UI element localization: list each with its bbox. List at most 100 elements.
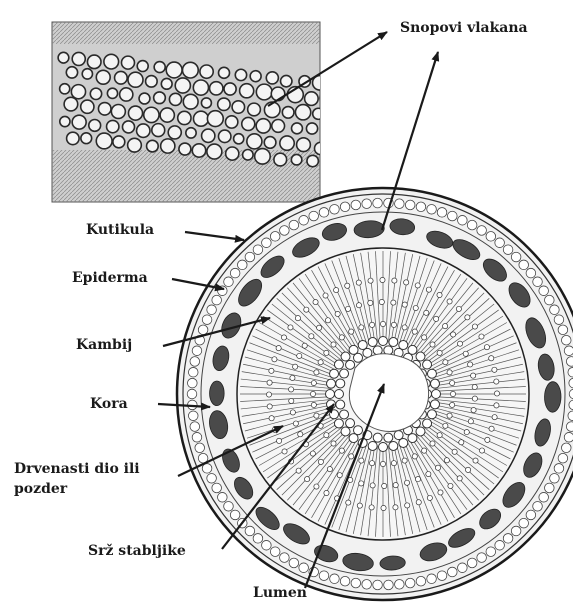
epidermis-cell bbox=[188, 378, 198, 388]
vessel-cell bbox=[424, 310, 429, 315]
epidermis-cell bbox=[289, 220, 299, 230]
vessel-cell bbox=[323, 293, 328, 298]
micrograph-cell bbox=[82, 69, 92, 79]
micrograph-cell bbox=[210, 82, 223, 95]
vessel-cell bbox=[494, 391, 499, 396]
epidermis-cell bbox=[351, 200, 361, 210]
pith-cell bbox=[399, 438, 408, 447]
epidermis-cell bbox=[495, 238, 505, 248]
vessel-cell bbox=[435, 465, 440, 470]
epidermis-cell bbox=[405, 578, 415, 588]
micrograph-cell bbox=[281, 75, 292, 86]
vessel-cell bbox=[311, 380, 316, 385]
epidermis-cell bbox=[384, 580, 394, 590]
vessel-cell bbox=[310, 451, 315, 456]
micrograph-cell bbox=[90, 88, 101, 99]
fiber-bundle bbox=[544, 382, 561, 413]
micrograph-cell bbox=[219, 67, 230, 78]
micrograph-cell bbox=[154, 92, 166, 104]
epidermis-cell bbox=[190, 422, 200, 432]
pith-cell bbox=[358, 341, 367, 350]
vessel-cell bbox=[471, 407, 476, 412]
micrograph-cell bbox=[146, 76, 158, 88]
lumen-cavity bbox=[349, 354, 428, 432]
vessel-cell bbox=[485, 437, 490, 442]
pith-cell bbox=[368, 441, 377, 450]
pith-cell bbox=[336, 379, 345, 388]
label-srz-stabljike: Srž stabljike bbox=[88, 543, 186, 560]
stem-cross-section bbox=[177, 188, 573, 600]
epidermis-cell bbox=[289, 558, 299, 568]
vessel-cell bbox=[314, 484, 319, 489]
micrograph-cell bbox=[280, 136, 294, 150]
micrograph-cell bbox=[152, 124, 165, 137]
micrograph-cell bbox=[248, 103, 261, 116]
vessel-cell bbox=[298, 432, 303, 437]
epidermis-cell bbox=[467, 220, 477, 230]
pith-cell bbox=[379, 337, 388, 346]
pith-cell bbox=[408, 345, 417, 354]
vessel-cell bbox=[402, 325, 407, 330]
epidermis-cell bbox=[564, 346, 573, 356]
micrograph-cell bbox=[72, 115, 86, 129]
vessel-cell bbox=[324, 433, 329, 438]
pith-cell bbox=[408, 434, 417, 443]
epidermis-cell bbox=[566, 357, 573, 367]
micrograph-cell bbox=[111, 105, 125, 119]
micrograph-cell bbox=[166, 62, 182, 78]
epidermis-cell bbox=[533, 277, 543, 287]
vessel-cell bbox=[311, 402, 316, 407]
vessel-cell bbox=[276, 438, 281, 443]
epidermis-cell bbox=[253, 245, 263, 255]
micrograph-cell bbox=[128, 106, 142, 120]
vessel-cell bbox=[426, 471, 431, 476]
epidermis-cell bbox=[550, 473, 560, 483]
label-lumen: Lumen bbox=[253, 585, 307, 602]
epidermis-cell bbox=[486, 547, 496, 557]
vessel-cell bbox=[412, 329, 417, 334]
vessel-cell bbox=[339, 335, 344, 340]
vessel-cell bbox=[471, 373, 476, 378]
micrograph-cell bbox=[218, 130, 230, 142]
vessel-cell bbox=[337, 473, 342, 478]
epidermis-cell bbox=[561, 443, 571, 453]
label-kutikula: Kutikula bbox=[86, 222, 154, 239]
pith-cell bbox=[379, 443, 388, 452]
vessel-cell bbox=[276, 346, 281, 351]
micrograph-cell bbox=[242, 117, 255, 130]
epidermis-cell bbox=[477, 226, 487, 236]
micrograph-cell bbox=[282, 107, 294, 119]
pith-cell bbox=[373, 433, 382, 442]
epidermis-cell bbox=[545, 295, 555, 305]
micrograph-cell bbox=[67, 132, 79, 144]
epidermis-cell bbox=[270, 547, 280, 557]
vessel-cell bbox=[468, 419, 473, 424]
epidermis-cell bbox=[362, 199, 372, 209]
vessel-cell bbox=[459, 440, 464, 445]
pith-cell bbox=[340, 410, 349, 419]
vessel-cell bbox=[290, 375, 295, 380]
epidermis-cell bbox=[270, 232, 280, 242]
micrograph-cell bbox=[128, 138, 142, 152]
vessel-cell bbox=[404, 480, 409, 485]
pith-cell bbox=[349, 345, 358, 354]
epidermis-cell bbox=[437, 208, 447, 218]
vessel-cell bbox=[346, 500, 351, 505]
vessel-cell bbox=[266, 392, 271, 397]
vessel-cell bbox=[465, 315, 470, 320]
vessel-cell bbox=[415, 476, 420, 481]
vessel-cell bbox=[468, 362, 473, 367]
vessel-cell bbox=[289, 387, 294, 392]
micrograph-cell bbox=[315, 142, 327, 154]
pith-cell bbox=[416, 427, 425, 436]
micrograph-cell bbox=[178, 111, 191, 124]
vessel-cell bbox=[479, 334, 484, 339]
micrograph-cell bbox=[255, 149, 271, 165]
epidermis-cell bbox=[554, 315, 564, 325]
epidermis-cell bbox=[280, 553, 290, 563]
epidermis-cell bbox=[362, 579, 372, 589]
vessel-cell bbox=[404, 280, 409, 285]
pith-cell bbox=[368, 338, 377, 347]
vessel-cell bbox=[380, 277, 385, 282]
